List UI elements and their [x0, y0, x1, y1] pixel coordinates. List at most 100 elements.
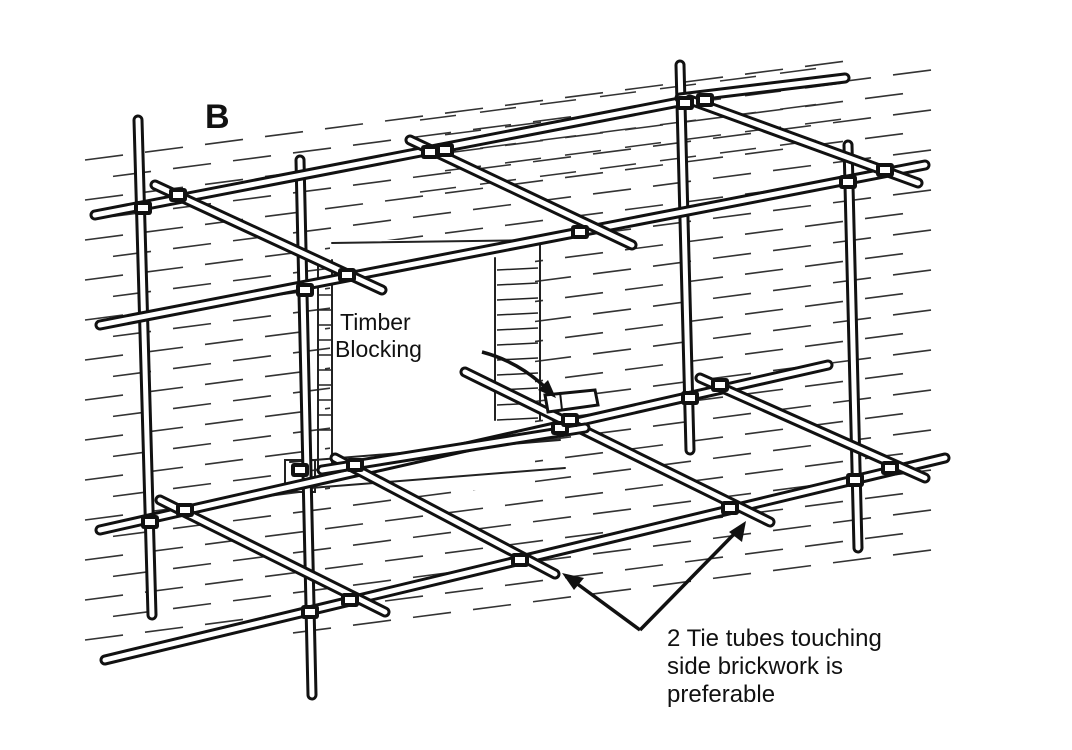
mortar-dash	[772, 244, 812, 252]
mortar-dash	[172, 282, 212, 290]
coupler-face	[555, 425, 565, 431]
mortar-dash	[624, 324, 664, 331]
mortar-dash	[419, 186, 457, 193]
mortar-dash	[564, 331, 604, 339]
mortar-dash	[144, 146, 184, 153]
mortar-dash	[352, 219, 392, 226]
mortar-dash	[172, 602, 212, 610]
mortar-dash	[504, 579, 544, 587]
mortar-dash	[444, 507, 484, 514]
mortar-dash	[539, 170, 577, 178]
mortar-dash	[744, 548, 784, 555]
mortar-dash	[592, 508, 632, 515]
mortar-dash	[264, 370, 304, 378]
reveal-brick-course	[496, 282, 539, 286]
mortar-dash	[352, 539, 392, 546]
mortar-dash	[772, 564, 812, 572]
mortar-dash	[744, 348, 784, 355]
mortar-dash	[532, 596, 572, 603]
mortar-dash	[592, 388, 632, 395]
mortar-dash	[564, 491, 604, 499]
mortar-dash	[84, 354, 124, 361]
mortar-dash	[564, 371, 604, 379]
mortar-dash	[539, 134, 577, 142]
mortar-dash	[412, 131, 452, 139]
mortar-dash	[804, 380, 844, 388]
mortar-dash	[864, 372, 904, 380]
coupler-face	[145, 519, 155, 525]
mortar-dash	[564, 291, 604, 299]
mortar-dash	[444, 227, 484, 234]
tie-note-line2: side brickwork is	[667, 653, 843, 680]
mortar-dash	[232, 475, 272, 482]
mortar-dash	[232, 435, 272, 442]
coupler-face	[575, 229, 585, 235]
tie-note-line1: 2 Tie tubes touching	[667, 625, 882, 652]
mortar-dash	[264, 450, 304, 458]
mortar-dash	[504, 539, 544, 547]
mortar-dash	[412, 611, 452, 619]
tie-ledger-window-core	[319, 425, 588, 473]
coupler-face	[295, 467, 305, 473]
ledger-upper-front-core	[97, 162, 928, 328]
mortar-dash	[564, 91, 604, 99]
mortar-dash	[804, 260, 844, 268]
mortar-dash	[84, 274, 124, 281]
mortar-dash	[712, 252, 752, 260]
reveal-brick-course	[496, 297, 539, 301]
coupler-face	[843, 179, 853, 185]
mortar-dash	[744, 468, 784, 475]
transom-lower-tie-core	[462, 369, 773, 525]
mortar-dash	[892, 149, 932, 156]
coupler-face	[440, 147, 450, 153]
coupler-face	[515, 557, 525, 563]
mortar-dash	[599, 127, 637, 134]
mortar-dash	[532, 276, 572, 283]
mortar-dash	[892, 389, 932, 396]
mortar-dash	[564, 149, 602, 156]
mortar-dash	[772, 284, 812, 292]
mortar-dash	[599, 163, 637, 170]
mortar-dash	[652, 540, 692, 547]
mortar-dash	[892, 309, 932, 316]
mortar-dash	[204, 338, 244, 346]
coupler-face	[345, 597, 355, 603]
mortar-dash	[204, 458, 244, 466]
mortar-dash	[112, 610, 152, 618]
mortar-dash	[864, 92, 904, 100]
mortar-dash	[324, 123, 364, 130]
mortar-dash	[232, 595, 272, 602]
mortar-dash	[744, 308, 784, 315]
mortar-dash	[504, 157, 542, 164]
mortar-dash	[684, 134, 722, 141]
mortar-dash	[592, 148, 632, 155]
ledger-upper-front	[94, 159, 931, 331]
mortar-dash	[204, 418, 244, 426]
coupler-face	[685, 395, 695, 401]
mortar-dash	[892, 189, 932, 196]
mortar-dash	[144, 346, 184, 353]
timber-blocking-label-line2: Blocking	[335, 336, 422, 362]
timber-blocking-label-line1: Timber	[340, 309, 411, 335]
mortar-dash	[384, 115, 424, 122]
mortar-dash	[592, 268, 632, 275]
mortar-dash	[864, 532, 904, 540]
mortar-dash	[532, 516, 572, 523]
reveal-brick-course	[496, 312, 539, 316]
mortar-dash	[652, 500, 692, 507]
mortar-dash	[232, 275, 272, 282]
transom-lower-tie	[459, 366, 776, 528]
mortar-dash	[504, 99, 544, 107]
reveal-brick-course	[496, 342, 539, 346]
mortar-dash	[892, 509, 932, 516]
mortar-dash	[592, 548, 632, 555]
mortar-dash	[144, 226, 184, 233]
mortar-dash	[324, 523, 364, 530]
mortar-dash	[804, 118, 842, 125]
tie-ledger-window	[316, 422, 591, 476]
mortar-dash	[684, 156, 724, 163]
mortar-dash	[892, 229, 932, 236]
mortar-dash	[779, 67, 817, 74]
mortar-dash	[864, 412, 904, 420]
mortar-dash	[412, 211, 452, 219]
